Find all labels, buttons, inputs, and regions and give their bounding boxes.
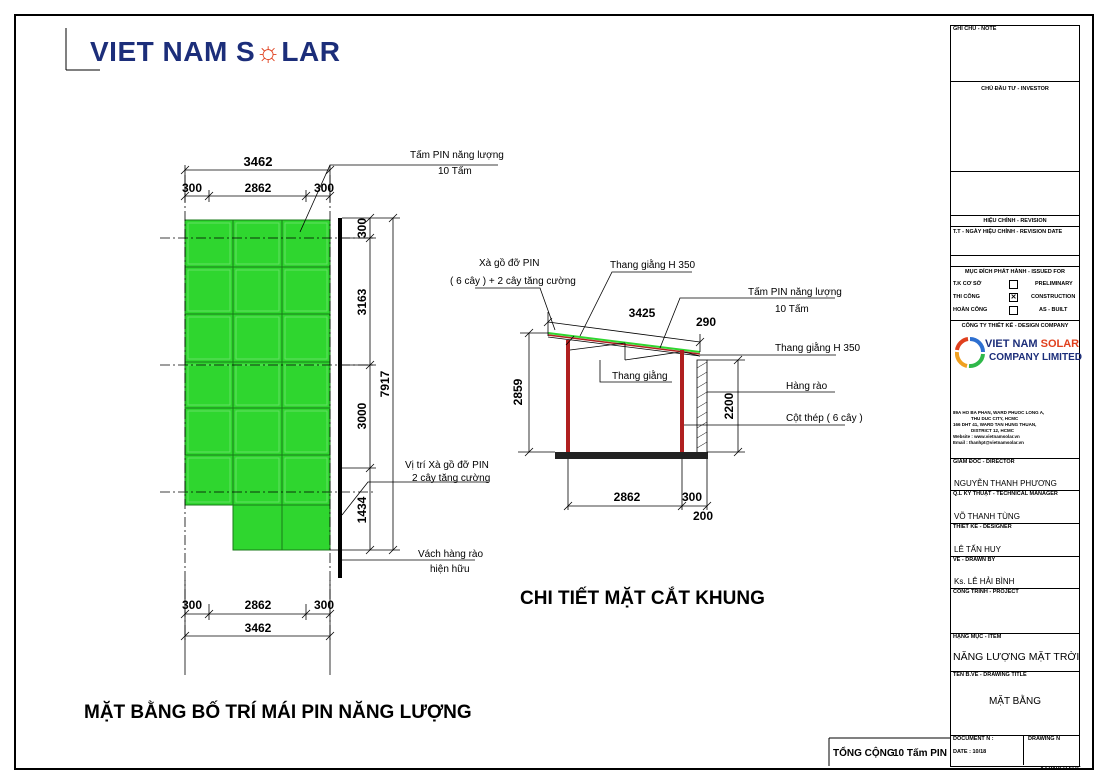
tb-drawn: Ks. LÊ HẢI BÌNH	[954, 577, 1015, 586]
tb-drawn-label: VẼ - DRAWN BY	[951, 556, 1079, 564]
total-label: TỔNG CỘNG	[833, 746, 895, 759]
plan-dim-top-right: 300	[314, 181, 334, 195]
frame-section-drawing	[518, 332, 708, 459]
plan-dim-bot-right: 300	[314, 598, 334, 612]
section-label-truss-right: Thang giằng H 350	[775, 341, 861, 354]
section-dim-2859: 2859	[511, 378, 525, 405]
plan-dim-top-left: 300	[182, 181, 202, 195]
tb-investor-label: CHỦ ĐẦU TƯ - INVESTOR	[951, 81, 1079, 95]
title-block: GHI CHÚ - NOTE CHỦ ĐẦU TƯ - INVESTOR HIỆ…	[950, 25, 1082, 767]
tb-revision-cols: T.T - NGÀY HIỆU CHỈNH - REVISION DATE	[951, 226, 1079, 236]
tb-design-company: CÔNG TY THIẾT KẾ - DESIGN COMPANY	[951, 320, 1079, 330]
tb-document-row: DOCUMENT N : DRAWING N DATE : 10/18	[951, 735, 1079, 765]
section-label-fence: Hàng rào	[786, 381, 828, 392]
section-label-purlin-count: ( 6 cây ) + 2 cây tăng cường	[450, 276, 576, 287]
vietnam-solar-logo: VIET NAM S☼LAR	[90, 36, 341, 67]
company-logo-icon	[955, 337, 985, 369]
section-label-truss-mid: Thang giằng	[612, 369, 668, 382]
plan-dim-bot-left: 300	[182, 598, 202, 612]
section-dim-200: 200	[693, 509, 713, 523]
plan-label-fence-existing: hiện hữu	[430, 564, 470, 575]
tb-project-label: CÔNG TRÌNH - PROJECT	[951, 588, 1079, 596]
section-label-purlin: Xà gồ đỡ PIN	[479, 257, 539, 269]
section-dim-300: 300	[682, 490, 702, 504]
tb-director: NGUYỄN THANH PHƯƠNG	[954, 479, 1057, 488]
section-dim-2862: 2862	[614, 490, 641, 504]
tb-company-address: 89A HO BA PHAN, WARD PHUOC LONG A, THU D…	[953, 410, 1045, 445]
tb-company-name: VIET NAM SOLAR	[985, 338, 1080, 350]
tb-tech-label: Q.L KỸ THUẬT - TECHNICAL MANAGER	[951, 490, 1079, 498]
section-dim-2200: 2200	[722, 392, 736, 419]
tb-drawing-title: MẶT BẰNG	[988, 696, 1042, 707]
section-label-truss-top: Thang giằng H 350	[610, 258, 696, 271]
plan-dim-v-300: 300	[355, 218, 369, 238]
plan-dim-top-mid: 2862	[245, 181, 272, 195]
section-label-column: Cột thép ( 6 cây )	[786, 413, 863, 424]
total-value: 10 Tấm PIN	[893, 747, 947, 759]
plan-dim-top-total: 3462	[244, 154, 273, 169]
section-dim-290: 290	[696, 315, 716, 329]
section-dim-3425: 3425	[629, 306, 656, 320]
tb-director-label: GIÁM ĐỐC - DIRECTOR	[951, 458, 1079, 466]
tb-note-label: GHI CHÚ - NOTE	[953, 26, 997, 32]
plan-dim-bot-total: 3462	[245, 621, 272, 635]
plan-dim-v-7917: 7917	[378, 370, 392, 397]
solar-panel-grid	[184, 219, 331, 551]
section-label-panel: Tấm PIN năng lượng	[748, 286, 842, 298]
plan-label-panel: Tấm PIN năng lượng	[410, 149, 504, 161]
plan-label-panel-count: 10 Tấm	[438, 165, 472, 177]
tb-revision-label: HIỆU CHỈNH - REVISION	[951, 215, 1079, 225]
plan-dim-v-1434: 1434	[355, 496, 369, 523]
plan-title: MẶT BẰNG BỐ TRÍ MÁI PIN NĂNG LƯỢNG	[84, 701, 472, 723]
paper-size-label: A3 PAPER SIZE	[1040, 766, 1081, 772]
section-label-panel-count: 10 Tấm	[775, 303, 809, 315]
plan-dim-v-3000: 3000	[355, 402, 369, 429]
plan-label-purlin: Vị trí Xà gồ đỡ PIN	[405, 459, 489, 471]
drawing-sheet-border	[14, 14, 1094, 770]
tb-item-label: HẠNG MỤC - ITEM	[951, 633, 1079, 641]
tb-designer: LÊ TẤN HUY	[954, 545, 1001, 554]
tb-designer-label: THIẾT KẾ - DESIGNER	[951, 523, 1079, 531]
section-title: CHI TIẾT MẶT CẮT KHUNG	[520, 587, 765, 609]
tb-tech: VÕ THANH TÙNG	[954, 512, 1020, 521]
tb-item: NĂNG LƯỢNG MẶT TRỜI	[953, 651, 1080, 663]
existing-fence-wall	[338, 218, 342, 578]
plan-label-fence: Vách hàng rào	[418, 549, 483, 560]
plan-dim-v-3163: 3163	[355, 288, 369, 315]
drawing-canvas: 3462 300 2862 300 300 2862 300 3462 300 …	[65, 28, 950, 766]
tb-company-sub: COMPANY LIMITED	[989, 352, 1082, 363]
tb-issued-for: MỤC ĐÍCH PHÁT HÀNH - ISSUED FOR	[951, 266, 1079, 276]
tb-status-construction: THI CÔNG✕CONSTRUCTION	[953, 293, 1076, 302]
plan-label-purlin-extra: 2 cây tăng cường	[412, 473, 490, 484]
plan-dim-bot-mid: 2862	[245, 598, 272, 612]
tb-drawing-title-label: TÊN B.VẼ - DRAWING TITLE	[951, 671, 1079, 679]
